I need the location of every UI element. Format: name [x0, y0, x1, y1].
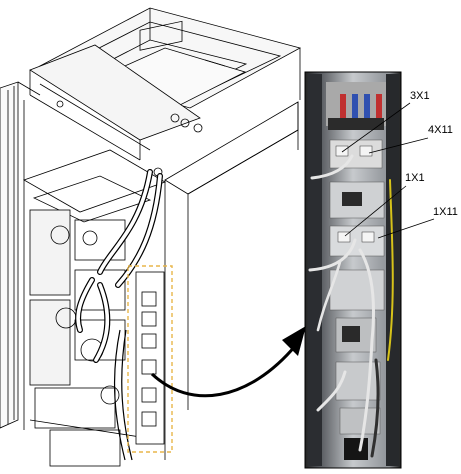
leader-1X1 [344, 185, 407, 237]
curved-arrow-icon [150, 326, 306, 398]
callout-label-3X1: 3X1 [410, 90, 430, 102]
socket-bottom [344, 438, 368, 460]
cabinet-cables [113, 329, 133, 461]
terminal-strip [135, 271, 165, 445]
leader-3X1 [341, 102, 411, 153]
callout-leaders [341, 102, 435, 239]
cabinet-interior [23, 149, 166, 467]
photo-cables [308, 154, 394, 458]
callout-label-1X1: 1X1 [405, 172, 425, 184]
cabinet-top-unit [29, 7, 302, 177]
cabinet-frame-right [164, 101, 299, 460]
leader-4X11 [368, 137, 429, 154]
callout-label-1X11: 1X11 [433, 206, 458, 218]
photo-inset [304, 71, 402, 469]
callout-label-4X11: 4X11 [428, 124, 453, 136]
connector-module-lower [329, 269, 385, 311]
leader-1X11 [377, 218, 435, 239]
cabinet-frame-left [0, 81, 41, 430]
cabinet-line-drawing [0, 7, 302, 467]
detail-highlight-box [127, 265, 173, 453]
